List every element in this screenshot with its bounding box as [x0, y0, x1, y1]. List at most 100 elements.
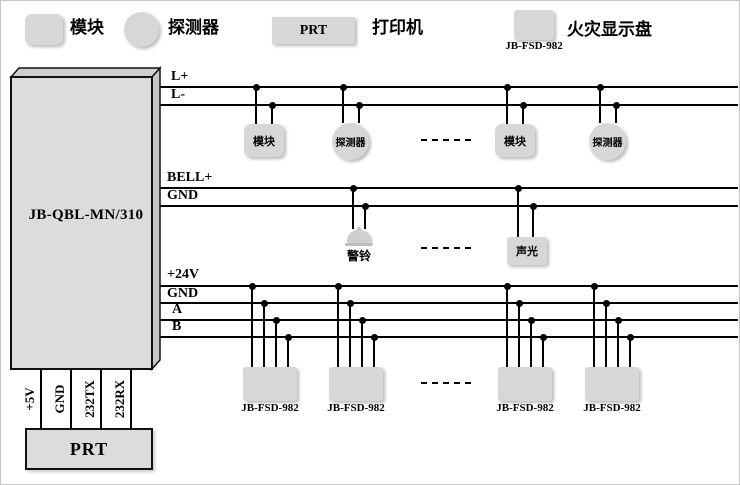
legend-detector-shape [124, 12, 159, 47]
junction-dot [591, 283, 598, 290]
continuation-dashes [421, 382, 473, 384]
device-fire-display-2 [329, 367, 383, 401]
wire [352, 187, 354, 229]
wire [605, 302, 607, 367]
legend-module-shape [25, 14, 63, 45]
alarm-bell-icon [345, 227, 373, 247]
bus-line-gnd [159, 302, 738, 304]
junction-dot [615, 317, 622, 324]
pin-wire [100, 369, 102, 429]
continuation-dashes [421, 247, 473, 249]
wire [506, 86, 508, 124]
wire [275, 319, 277, 367]
wire [617, 319, 619, 367]
device-fire-display-4 [585, 367, 639, 401]
wire [542, 336, 544, 367]
wire [271, 104, 273, 124]
device-fire-display-1 [243, 367, 297, 401]
main-panel-shape [9, 66, 162, 371]
junction-dot [515, 185, 522, 192]
wire [517, 187, 519, 237]
junction-dot [285, 334, 292, 341]
printer-box: PRT [25, 428, 153, 470]
wire [522, 104, 524, 124]
wire [530, 319, 532, 367]
bus-line-l-plus [159, 86, 738, 88]
label-l-plus: L+ [171, 69, 189, 84]
label-b: B [172, 319, 182, 334]
device-fire-display-1-label: JB-FSD-982 [241, 402, 299, 414]
junction-dot [347, 300, 354, 307]
junction-dot [516, 300, 523, 307]
bell-base [345, 243, 373, 246]
bus-line-bell-plus [159, 187, 738, 189]
legend-detector-label: 探测器 [168, 18, 219, 37]
wire [373, 336, 375, 367]
junction-dot [359, 317, 366, 324]
junction-dot [356, 102, 363, 109]
pin-wire [130, 369, 132, 429]
device-module-2: 模块 [495, 124, 535, 157]
legend-module-label: 模块 [70, 18, 104, 37]
device-fire-display-3 [498, 367, 552, 401]
pin-label-232rx: 232RX [112, 379, 127, 419]
junction-dot [269, 102, 276, 109]
junction-dot [273, 317, 280, 324]
junction-dot [528, 317, 535, 324]
wire [615, 104, 617, 123]
wire [287, 336, 289, 367]
device-detector-2: 探测器 [589, 123, 626, 160]
bus-line-b [159, 336, 738, 338]
junction-dot [603, 300, 610, 307]
bus-line-24v [159, 285, 738, 287]
junction-dot [613, 102, 620, 109]
device-fire-display-4-label: JB-FSD-982 [583, 402, 641, 414]
device-bell-label: 警铃 [346, 249, 371, 263]
junction-dot [350, 185, 357, 192]
wire [593, 285, 595, 367]
junction-dot [540, 334, 547, 341]
junction-dot [340, 84, 347, 91]
pin-label-5v: +5V [22, 387, 37, 411]
wire [358, 104, 360, 123]
wire [255, 86, 257, 124]
junction-dot [261, 300, 268, 307]
label-a: A [172, 302, 183, 317]
legend-printer-shape: PRT [272, 17, 355, 44]
label-gnd: GND [167, 286, 199, 301]
device-module-1: 模块 [244, 124, 284, 157]
device-sound-light: 声光 [507, 237, 547, 265]
device-detector-1: 探测器 [332, 123, 369, 160]
bus-line-bell-gnd [159, 205, 738, 207]
label-24v: +24V [167, 267, 200, 282]
junction-dot [335, 283, 342, 290]
wire [506, 285, 508, 367]
wire [263, 302, 265, 367]
legend-display-shape [514, 10, 554, 40]
pin-label-232tx: 232TX [82, 380, 97, 418]
panel-title: JB-QBL-MN/310 [28, 207, 144, 223]
wire [532, 205, 534, 237]
pin-wire [70, 369, 72, 429]
legend-printer-label: 打印机 [372, 18, 423, 37]
wire [349, 302, 351, 367]
legend-display-box-text: JB-FSD-982 [505, 40, 563, 52]
junction-dot [362, 203, 369, 210]
label-bell-plus: BELL+ [167, 170, 213, 185]
label-bell-gnd: GND [167, 188, 199, 203]
device-fire-display-2-label: JB-FSD-982 [327, 402, 385, 414]
wire [337, 285, 339, 367]
wire [361, 319, 363, 367]
junction-dot [627, 334, 634, 341]
wire [251, 285, 253, 367]
junction-dot [520, 102, 527, 109]
bus-line-a [159, 319, 738, 321]
junction-dot [371, 334, 378, 341]
junction-dot [504, 84, 511, 91]
junction-dot [504, 283, 511, 290]
wire [629, 336, 631, 367]
wire [518, 302, 520, 367]
junction-dot [597, 84, 604, 91]
legend-display-label: 火灾显示盘 [567, 20, 652, 39]
